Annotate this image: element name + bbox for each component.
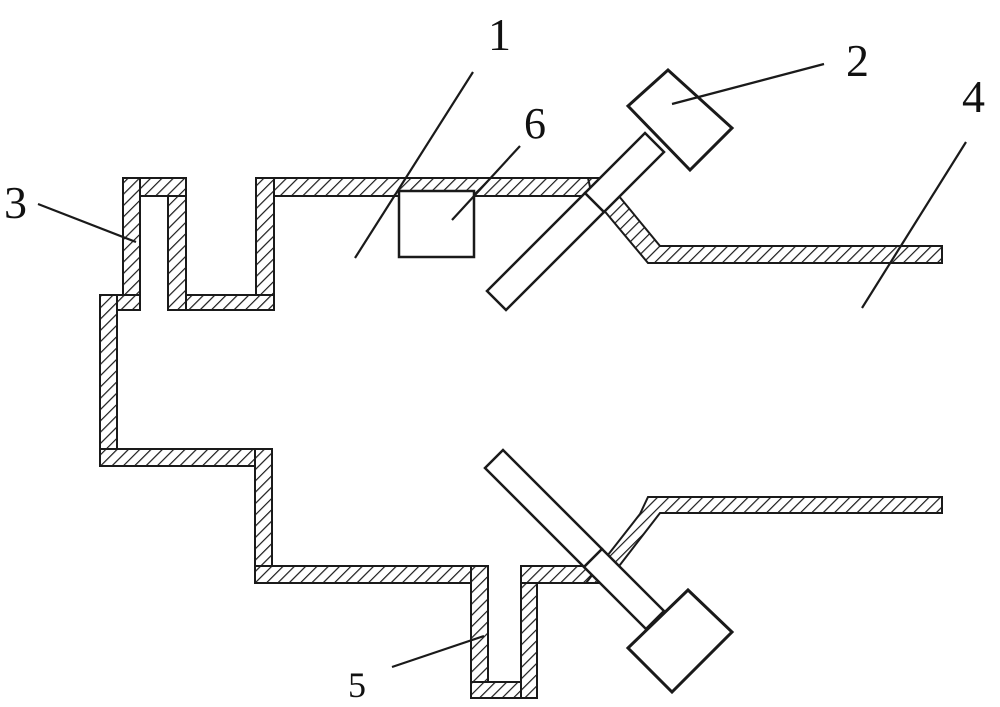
leader-1 bbox=[354, 71, 474, 259]
port3-left-leg bbox=[122, 177, 141, 311]
leader-3 bbox=[37, 202, 137, 244]
lower-rod-lower bbox=[582, 547, 666, 631]
leader-4 bbox=[861, 141, 967, 309]
callout-1: 1 bbox=[488, 9, 511, 60]
upper-actuator bbox=[485, 67, 735, 312]
sensor-box bbox=[397, 189, 476, 259]
port5-left-leg bbox=[470, 565, 489, 699]
lower-actuator bbox=[483, 448, 735, 695]
lower-rod-upper bbox=[483, 448, 604, 569]
callout-6: 6 bbox=[524, 99, 546, 148]
upper-wall bbox=[102, 177, 943, 311]
port5-right-leg bbox=[520, 565, 538, 699]
upper-rod-upper bbox=[583, 131, 666, 214]
lower-wall bbox=[99, 448, 943, 699]
lower-step-wall bbox=[254, 448, 273, 584]
lower-outlet-wall bbox=[583, 496, 943, 584]
leader-lines bbox=[37, 62, 967, 669]
upper-actuator-head bbox=[625, 67, 735, 173]
upper-step-horizontal bbox=[171, 294, 275, 311]
upper-outlet-wall bbox=[586, 177, 943, 264]
lower-actuator-head bbox=[625, 587, 735, 695]
callout-5: 5 bbox=[348, 665, 366, 705]
port3-right-leg bbox=[167, 179, 187, 311]
callout-4: 4 bbox=[962, 71, 985, 122]
callout-2: 2 bbox=[846, 35, 869, 86]
callout-labels: 1 2 3 4 5 6 bbox=[4, 9, 985, 705]
leader-6 bbox=[451, 145, 521, 221]
left-end-wall bbox=[99, 294, 118, 467]
leader-2 bbox=[671, 62, 825, 106]
upper-step-wall bbox=[255, 177, 275, 311]
leader-5 bbox=[391, 634, 485, 669]
lower-left-horizontal bbox=[99, 448, 273, 467]
upper-rod-lower bbox=[485, 191, 606, 312]
lower-bottom-wall bbox=[254, 565, 489, 584]
callout-3: 3 bbox=[4, 177, 27, 228]
